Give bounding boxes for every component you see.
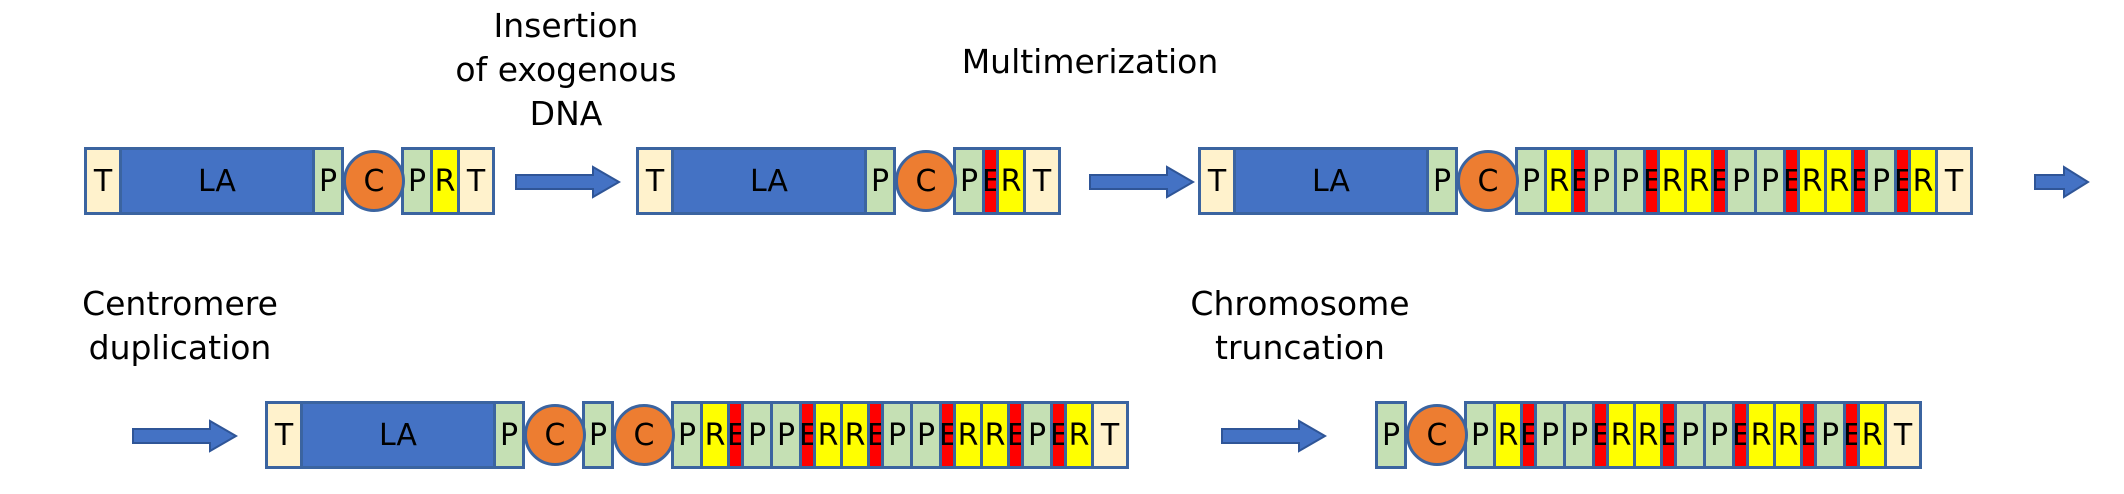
- label-chromosome-truncation: Chromosome truncation: [1160, 282, 1440, 370]
- segment-c: C: [1406, 404, 1468, 466]
- segment-la: LA: [1233, 147, 1429, 215]
- arrow-right-icon: [515, 165, 622, 199]
- segment-r: R: [700, 401, 730, 469]
- segment-r: R: [1773, 401, 1803, 469]
- segment-p: P: [493, 401, 525, 469]
- segment-p: P: [1021, 401, 1053, 469]
- segment-p: P: [1814, 401, 1846, 469]
- segment-t: T: [1935, 147, 1973, 215]
- segment-p: P: [1534, 401, 1566, 469]
- segment-r: R: [1493, 401, 1523, 469]
- segment-t: T: [1198, 147, 1236, 215]
- segment-t: T: [457, 147, 495, 215]
- segment-p: P: [1754, 147, 1786, 215]
- segment-t: T: [636, 147, 674, 215]
- segment-t: T: [1091, 401, 1129, 469]
- segment-r: R: [1824, 147, 1854, 215]
- label-multimerization: Multimerization: [961, 42, 1219, 81]
- segment-t: T: [84, 147, 122, 215]
- segment-p: P: [1614, 147, 1646, 215]
- segment-r: R: [1908, 147, 1938, 215]
- segment-c: C: [895, 150, 957, 212]
- segment-p: P: [1515, 147, 1547, 215]
- segment-p: P: [770, 401, 802, 469]
- segment-r: R: [996, 147, 1026, 215]
- segment-p: P: [1426, 147, 1458, 215]
- label-line: Insertion: [493, 6, 639, 45]
- segment-p: P: [582, 401, 614, 469]
- segment-t: T: [1023, 147, 1061, 215]
- segment-r: R: [953, 401, 983, 469]
- segment-p: P: [1703, 401, 1735, 469]
- segment-p: P: [1563, 401, 1595, 469]
- segment-la: LA: [119, 147, 315, 215]
- segment-r: R: [1606, 401, 1636, 469]
- segment-p: P: [1725, 147, 1757, 215]
- segment-p: P: [1585, 147, 1617, 215]
- segment-c: C: [343, 150, 405, 212]
- segment-r: R: [1684, 147, 1714, 215]
- segment-la: LA: [671, 147, 867, 215]
- segment-c: C: [613, 404, 675, 466]
- label-line: Chromosome: [1190, 284, 1410, 323]
- segment-p: P: [671, 401, 703, 469]
- label-line: of exogenous: [455, 50, 677, 89]
- arrow-right-icon: [132, 419, 239, 453]
- segment-r: R: [1657, 147, 1687, 215]
- segment-r: R: [1064, 401, 1094, 469]
- label-line: Centromere: [82, 284, 278, 323]
- segment-r: R: [813, 401, 843, 469]
- segment-r: R: [840, 401, 870, 469]
- segment-p: P: [864, 147, 896, 215]
- segment-r: R: [1746, 401, 1776, 469]
- segment-r: R: [1797, 147, 1827, 215]
- segment-p: P: [312, 147, 344, 215]
- segment-la: LA: [300, 401, 496, 469]
- segment-p: P: [910, 401, 942, 469]
- segment-r: R: [1857, 401, 1887, 469]
- segment-t: T: [265, 401, 303, 469]
- label-insertion: Insertion of exogenous DNA: [436, 4, 696, 136]
- segment-p: P: [1464, 401, 1496, 469]
- segment-p: P: [1674, 401, 1706, 469]
- segment-p: P: [953, 147, 985, 215]
- segment-p: P: [881, 401, 913, 469]
- segment-r: R: [1544, 147, 1574, 215]
- label-line: DNA: [529, 94, 603, 133]
- arrow-right-icon: [1089, 165, 1196, 199]
- arrow-right-icon: [2034, 165, 2090, 199]
- segment-p: P: [741, 401, 773, 469]
- segment-p: P: [401, 147, 433, 215]
- label-centromere-duplication: Centromere duplication: [40, 282, 320, 370]
- segment-r: R: [430, 147, 460, 215]
- segment-c: C: [524, 404, 586, 466]
- segment-p: P: [1375, 401, 1407, 469]
- label-line: duplication: [88, 328, 272, 367]
- segment-t: T: [1884, 401, 1922, 469]
- segment-p: P: [1865, 147, 1897, 215]
- arrow-right-icon: [1221, 419, 1328, 453]
- segment-r: R: [1633, 401, 1663, 469]
- label-line: truncation: [1215, 328, 1385, 367]
- segment-r: R: [980, 401, 1010, 469]
- segment-c: C: [1457, 150, 1519, 212]
